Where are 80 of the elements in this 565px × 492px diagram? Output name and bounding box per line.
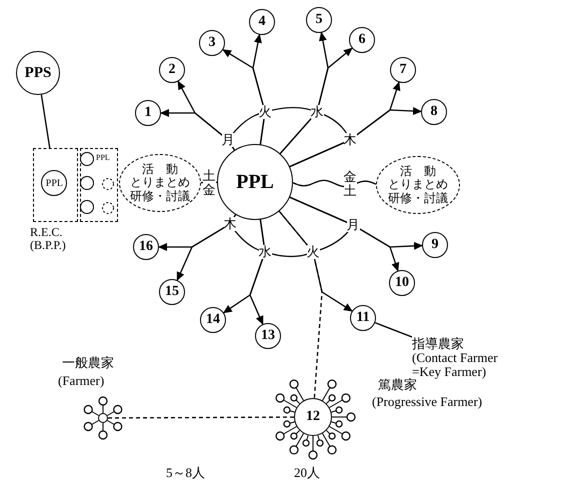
- note-text: (Contact Farmer =Key Farmer): [412, 350, 499, 380]
- numbered-circle: [80, 200, 94, 214]
- node-label: 11: [356, 310, 370, 326]
- connector-line: [278, 210, 323, 398]
- edge-label: 木: [224, 216, 236, 232]
- edge-label: 月: [346, 218, 360, 232]
- numbered-circle: [80, 152, 94, 166]
- numbered-circle: [80, 176, 94, 190]
- numbered-circle: [159, 279, 185, 305]
- numbered-circle: [390, 57, 416, 83]
- node-label: 4: [258, 14, 266, 30]
- text-label: 5～8人: [166, 466, 205, 480]
- numbered-circle: [159, 57, 185, 83]
- node-label: 14: [206, 312, 220, 328]
- numbered-circle: [350, 305, 376, 331]
- node-caption: PPL: [96, 154, 111, 163]
- edge-label: 土金: [202, 168, 216, 198]
- text-label: 20人: [294, 466, 320, 480]
- organization-circle: [16, 51, 60, 95]
- arrow: [290, 196, 400, 272]
- edge-label: 水: [258, 244, 272, 260]
- arrow: [222, 220, 266, 314]
- text-label: (Progressive Farmer): [372, 395, 482, 410]
- edge-label: 月: [222, 132, 234, 148]
- numbered-circle: [133, 234, 159, 260]
- connector-line: [40, 94, 50, 148]
- farmer-circle: [294, 398, 332, 436]
- node-label: 活 動: [142, 163, 178, 176]
- node-label: 12: [306, 409, 320, 425]
- node-label: 9: [432, 237, 438, 253]
- node-label: 活 動: [400, 165, 436, 178]
- organization-circle: [41, 170, 68, 196]
- arrow: [290, 107, 422, 168]
- arrow: [252, 34, 266, 144]
- node-label: 6: [358, 32, 366, 48]
- node-label: 8: [430, 104, 438, 120]
- node-label: 研修・討議: [388, 192, 448, 205]
- arrow: [280, 48, 353, 154]
- dashed-box: [33, 148, 78, 222]
- node-label: 研修・討議: [130, 190, 190, 203]
- arrow: [178, 80, 235, 150]
- arrow: [158, 214, 236, 251]
- edge-label: 金土: [344, 170, 356, 198]
- numbered-circle: [249, 9, 275, 35]
- numbered-circle: [255, 323, 281, 349]
- note-text: 指導農家: [412, 336, 464, 351]
- numbered-circle: [349, 27, 375, 53]
- edge-label: 水: [310, 104, 324, 120]
- node-label: 2: [168, 62, 176, 78]
- node-label: とりまとめ: [388, 178, 448, 192]
- node-label: 16: [139, 239, 153, 255]
- node-label: PPL: [236, 171, 274, 193]
- connector-line: [108, 416, 294, 419]
- numbered-circle: [200, 307, 226, 333]
- node-label: 1: [144, 105, 152, 121]
- node-label: 13: [261, 328, 275, 344]
- numbered-circle: [199, 30, 225, 56]
- node-label: PPS: [24, 64, 52, 82]
- edge-label: 火: [306, 244, 320, 260]
- numbered-circle: [421, 99, 447, 125]
- text-label: 一般農家: [62, 356, 114, 370]
- node-label: 5: [316, 12, 322, 28]
- numbered-circle: [422, 232, 448, 258]
- edge-label: 火: [258, 104, 272, 120]
- node-label: 10: [395, 275, 409, 291]
- numbered-circle: [135, 100, 161, 126]
- node-label: 7: [400, 62, 406, 78]
- numbered-circle: [389, 270, 415, 296]
- dashed-box: [80, 148, 118, 222]
- numbered-circle: [306, 7, 332, 33]
- connector-line: [374, 322, 412, 338]
- text-label: 篤農家: [378, 378, 417, 392]
- farmer-circle: [98, 413, 108, 423]
- text-label: (Farmer): [58, 374, 104, 388]
- node-label: PPL: [46, 178, 63, 189]
- node-label: とりまとめ: [130, 176, 190, 190]
- node-label: 15: [165, 284, 179, 300]
- edge-label: 木: [344, 132, 356, 148]
- node-caption: R.E.C. (B.P.P.): [30, 226, 67, 252]
- node-label: 3: [208, 35, 216, 51]
